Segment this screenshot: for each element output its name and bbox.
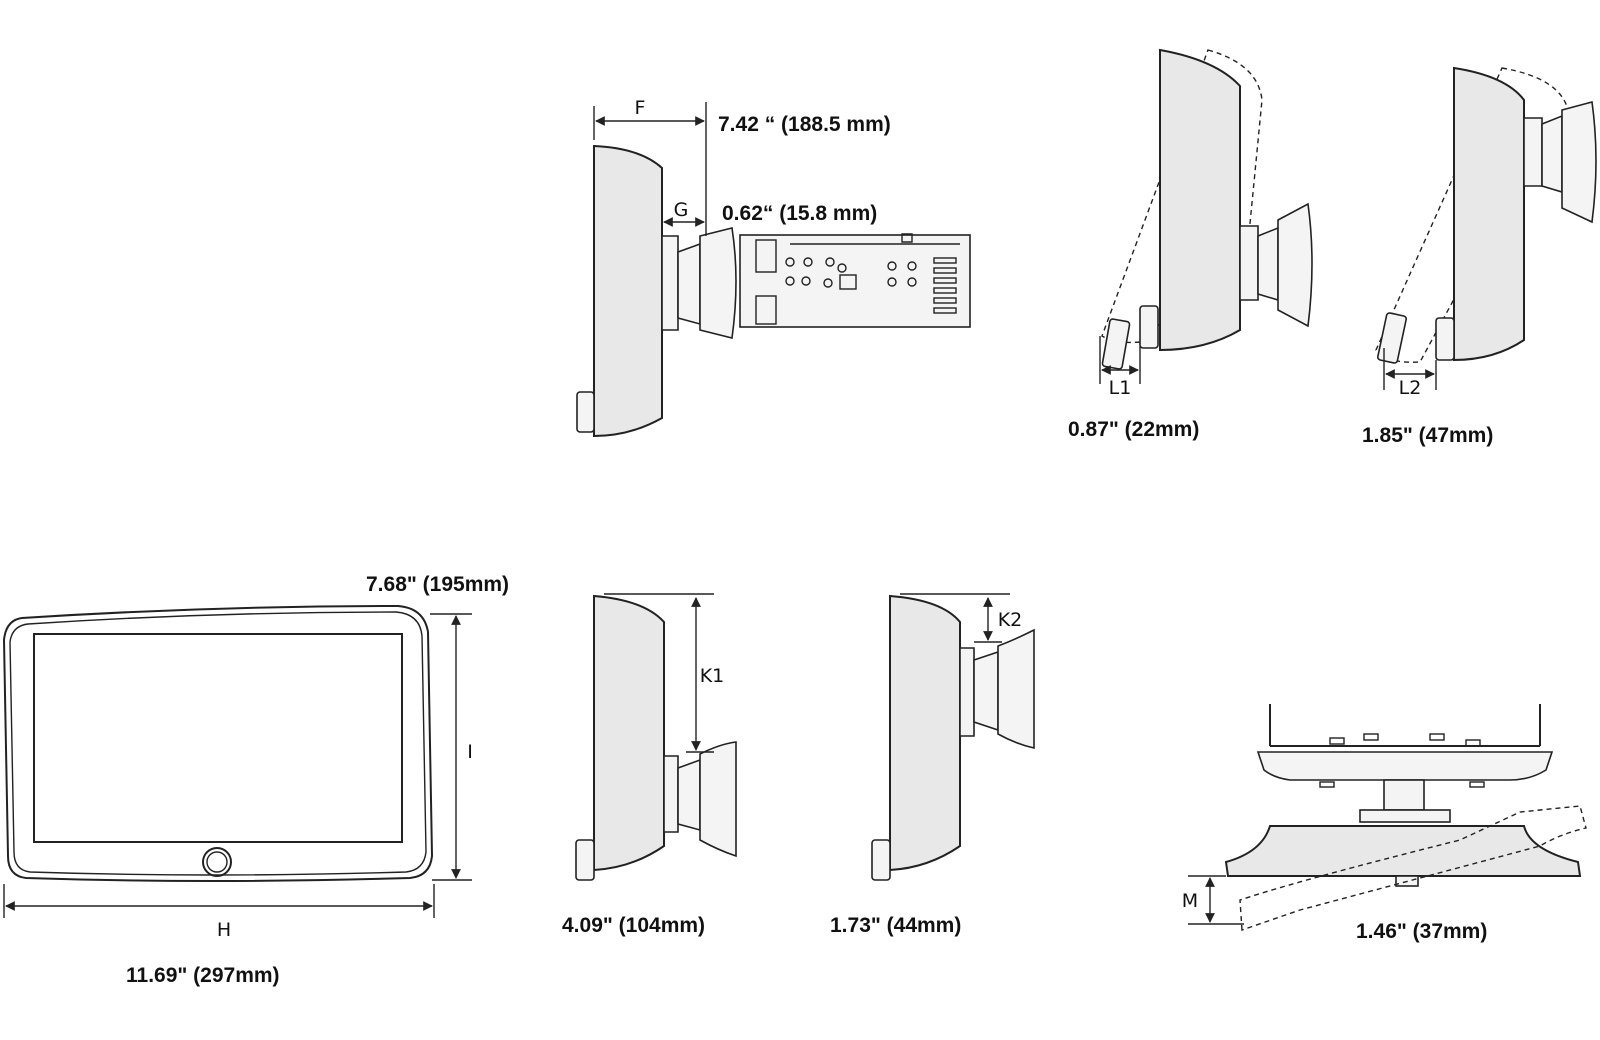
dim-value-M: 1.46" (37mm) [1356,920,1487,943]
dim-letter-I: I [467,741,473,763]
dim-value-F: 7.42 “ (188.5 mm) [718,113,891,136]
dim-value-L1: 0.87" (22mm) [1068,418,1199,441]
dim-value-K1: 4.09" (104mm) [562,914,705,937]
dim-letter-H: H [217,919,231,941]
dim-letter-K1: K1 [700,665,725,687]
dim-value-I: 7.68" (195mm) [366,573,509,596]
dim-letter-L2: L2 [1399,377,1422,399]
side-view-k2 [871,593,1035,881]
dim-letter-L1: L1 [1109,377,1132,399]
tilt-view-l2 [1375,66,1597,390]
tilt-view-l1 [1099,48,1313,384]
front-view [2,604,472,918]
dim-letter-K2: K2 [998,609,1023,631]
dim-letter-F: F [635,97,646,119]
dim-letter-M: M [1182,890,1198,912]
dim-value-H: 11.69" (297mm) [126,964,280,987]
dim-value-G: 0.62“ (15.8 mm) [722,202,877,225]
side-view-k1 [575,593,737,881]
dim-value-K2: 1.73" (44mm) [830,914,961,937]
dim-letter-G: G [674,199,689,221]
dim-value-L2: 1.85" (47mm) [1362,424,1493,447]
side-view-with-bracket [576,102,971,438]
top-view [1188,704,1587,931]
